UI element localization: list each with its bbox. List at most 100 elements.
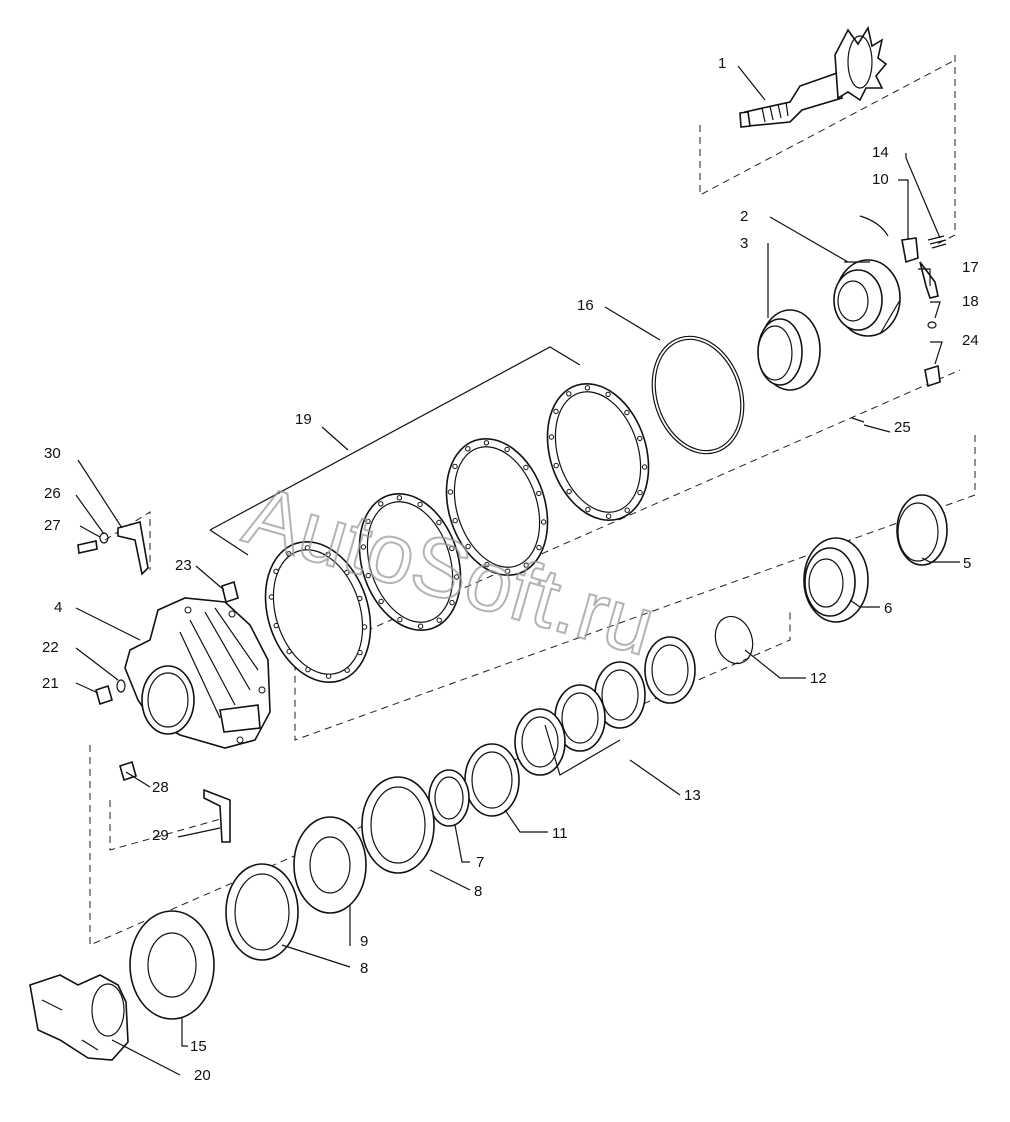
gasket-bolt-hole bbox=[484, 561, 490, 568]
gasket-bolt-hole bbox=[325, 673, 332, 679]
callout-16: 16 bbox=[577, 297, 594, 314]
callout-6: 6 bbox=[884, 600, 892, 617]
callout-13: 13 bbox=[684, 787, 701, 804]
gasket-bolt-hole bbox=[325, 551, 331, 558]
callout-29: 29 bbox=[152, 827, 169, 844]
gasket-bolt-hole bbox=[504, 446, 510, 453]
callout-23: 23 bbox=[175, 557, 192, 574]
gasket-bolt-hole bbox=[465, 446, 471, 452]
gasket-bolt-hole bbox=[365, 518, 371, 525]
gasket-bolt-hole bbox=[523, 464, 529, 471]
callout-28: 28 bbox=[152, 779, 169, 796]
callout-27: 27 bbox=[44, 517, 61, 534]
gasket-bolt-hole bbox=[365, 572, 371, 579]
callout-labels: 1 2 3 4 5 6 7 8 8 9 10 11 12 13 14 15 16… bbox=[42, 55, 979, 1084]
callout-21: 21 bbox=[42, 675, 59, 692]
gasket-bolt-hole bbox=[273, 568, 279, 575]
gasket-bolt-hole bbox=[483, 440, 490, 446]
yoke-flange-part bbox=[29, 974, 129, 1061]
gasket-bolt-hole bbox=[566, 391, 572, 397]
gasket-bolt-hole bbox=[585, 506, 591, 513]
callout-10: 10 bbox=[872, 171, 889, 188]
housing-part bbox=[124, 597, 271, 749]
gasket-bolt-hole bbox=[304, 545, 311, 551]
gasket-bolt-hole bbox=[344, 667, 350, 673]
gasket-bolt-hole bbox=[637, 435, 643, 442]
gasket-bolt-hole bbox=[641, 464, 648, 470]
callout-4: 4 bbox=[54, 599, 62, 616]
gasket-bolt-hole bbox=[436, 617, 442, 623]
gasket-bolt-hole bbox=[417, 623, 424, 629]
gasket-bolt-hole bbox=[540, 519, 547, 525]
gasket-bolt-hole bbox=[397, 616, 403, 623]
callout-15: 15 bbox=[190, 1038, 207, 1055]
gasket-bolt-hole bbox=[449, 545, 455, 552]
gasket-bolt-hole bbox=[605, 513, 612, 519]
gasket-bolt-hole bbox=[637, 489, 643, 496]
seal-bearing-group bbox=[714, 494, 948, 665]
callout-8a: 8 bbox=[474, 883, 482, 900]
gasket-bolt-hole bbox=[548, 434, 555, 440]
gasket-bolt-hole bbox=[378, 598, 384, 605]
gasket-bolt-hole bbox=[357, 649, 363, 656]
callout-18: 18 bbox=[962, 293, 979, 310]
gasket-bolt-hole bbox=[305, 666, 311, 673]
gasket-bolt-hole bbox=[465, 543, 471, 550]
callout-12: 12 bbox=[810, 670, 827, 687]
gasket-bolt-hole bbox=[378, 501, 384, 507]
gasket-bolt-hole bbox=[536, 490, 542, 497]
gasket-bolt-hole bbox=[344, 569, 350, 576]
callout-20: 20 bbox=[194, 1067, 211, 1084]
callout-3: 3 bbox=[740, 235, 748, 252]
callout-17: 17 bbox=[962, 259, 979, 276]
callout-25: 25 bbox=[894, 419, 911, 436]
gasket-bolt-hole bbox=[504, 568, 511, 574]
gasket-bolt-hole bbox=[286, 551, 292, 557]
shim-set bbox=[129, 636, 696, 1020]
callout-9: 9 bbox=[360, 933, 368, 950]
o-ring-part bbox=[651, 335, 745, 455]
gasket-bolt-hole bbox=[605, 391, 611, 398]
callout-30: 30 bbox=[44, 445, 61, 462]
gasket-bolt-hole bbox=[357, 595, 363, 602]
gasket-bolt-hole bbox=[396, 495, 403, 501]
gasket-bolt-hole bbox=[360, 544, 367, 550]
gasket-bolt-hole bbox=[417, 501, 423, 508]
gasket-bolt-hole bbox=[624, 409, 630, 416]
bearing-cone-part bbox=[833, 259, 901, 337]
gasket-bolt-hole bbox=[447, 489, 454, 495]
bearing-cup-part bbox=[757, 309, 821, 391]
callout-24: 24 bbox=[962, 332, 979, 349]
gasket-bolt-hole bbox=[452, 463, 458, 470]
gasket-bolt-hole bbox=[553, 462, 559, 469]
callout-22: 22 bbox=[42, 639, 59, 656]
gasket-bolt-hole bbox=[452, 517, 458, 524]
callout-8b: 8 bbox=[360, 960, 368, 977]
gasket-bolt-hole bbox=[584, 385, 591, 391]
gasket-bolt-hole bbox=[566, 488, 572, 495]
pinion-shaft-part bbox=[739, 25, 888, 128]
gasket-bolt-hole bbox=[523, 562, 529, 568]
callout-1: 1 bbox=[718, 55, 726, 72]
callout-7: 7 bbox=[476, 854, 484, 871]
small-hardware bbox=[77, 215, 947, 843]
callout-2: 2 bbox=[740, 208, 748, 225]
leader-lines bbox=[75, 65, 960, 1076]
callout-26: 26 bbox=[44, 485, 61, 502]
callout-5: 5 bbox=[963, 555, 971, 572]
gasket-bolt-hole bbox=[361, 624, 368, 630]
gasket-bolt-hole bbox=[624, 507, 630, 513]
gasket-bolt-hole bbox=[449, 599, 455, 606]
gasket-bolt-hole bbox=[436, 519, 442, 526]
gasket-set-part bbox=[264, 382, 650, 683]
gasket-bolt-hole bbox=[268, 594, 275, 600]
gasket-bolt-hole bbox=[453, 574, 460, 580]
gasket-bolt-hole bbox=[286, 648, 292, 655]
gasket-bolt-hole bbox=[536, 544, 542, 551]
gasket-bolt-hole bbox=[553, 408, 559, 415]
callout-19: 19 bbox=[295, 411, 312, 428]
callout-14: 14 bbox=[872, 144, 889, 161]
gasket-bolt-hole bbox=[273, 622, 279, 629]
